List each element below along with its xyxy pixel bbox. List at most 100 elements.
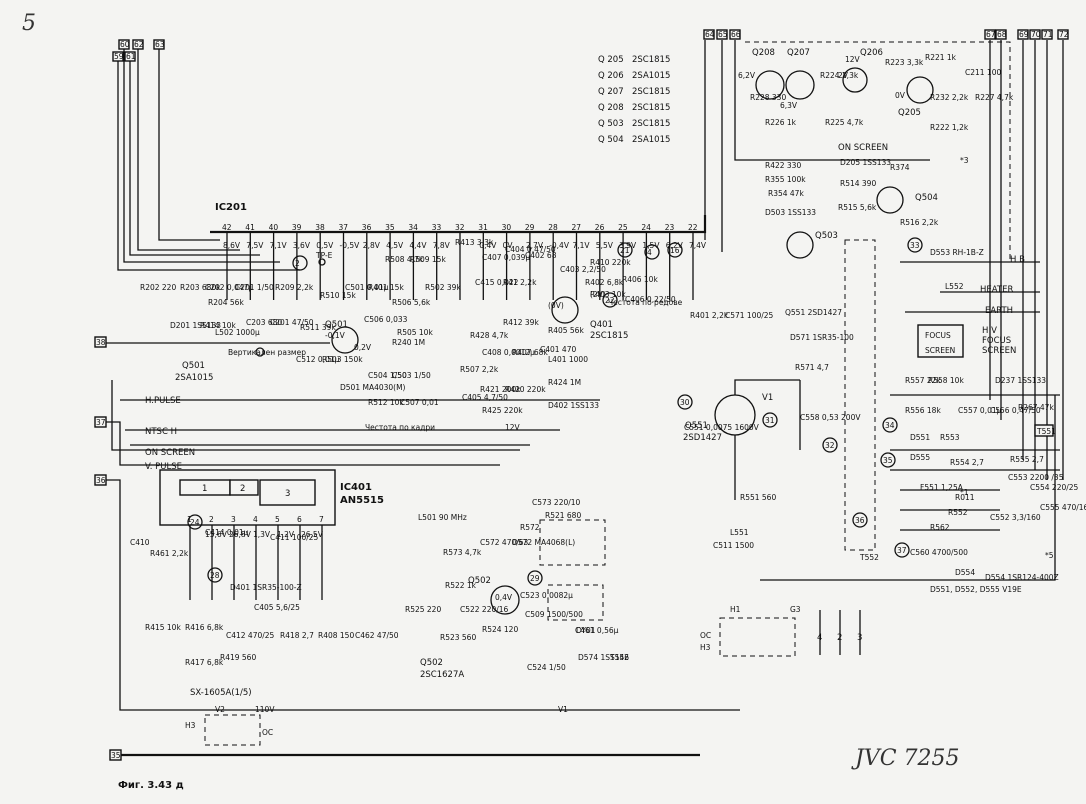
sig-heater: HEATER [980, 285, 1013, 295]
component-label: R407 68k [512, 348, 548, 357]
conn-70: 70 [1031, 30, 1041, 39]
conn-64: 64 [705, 30, 715, 39]
q208-ref: Q208 [752, 48, 775, 58]
q502-part: 2SC1627A [420, 670, 464, 680]
component-label: D553 RH-1B-Z [930, 248, 984, 257]
component-label: C511 1500 [713, 541, 754, 550]
component-label: L551 [730, 528, 749, 537]
component-label: R522 1k [445, 581, 477, 590]
component-label: R232 2,2k [930, 93, 969, 102]
note-label: (2V) [590, 290, 606, 299]
component-label: R416 6,8k [185, 623, 224, 632]
component-label: C551 0,0075 1600V [684, 423, 760, 432]
component-label: C406 0,22/50 [625, 295, 676, 304]
testpoint-label: 36 [855, 516, 865, 525]
ic201-pin-voltage: 7,5V [246, 241, 264, 250]
component-label: R354 47k [768, 189, 804, 198]
note-label: 2V [838, 71, 849, 80]
component-label: R412 39k [503, 318, 539, 327]
component-label: R209 2,2k [275, 283, 314, 292]
component-label: D554 [955, 568, 975, 577]
component-label: L502 1000µ [215, 328, 260, 337]
testpoint-label: 33 [910, 241, 920, 250]
component-label: D401 1SR35-100-Z [230, 583, 302, 592]
ic201-pin-voltage: 7,1V [573, 241, 591, 250]
component-label: C507 0,01 [400, 398, 439, 407]
component-label: R506 5,6k [392, 298, 431, 307]
ic401-block-2 [229, 479, 259, 496]
note-label: 6,2V [738, 71, 756, 80]
module-label: SX-1605A(1/5) [190, 688, 252, 698]
component-label: F551 1,25A [920, 483, 964, 492]
component-label: L401 1000 [548, 355, 588, 364]
testpoint-circle [292, 255, 308, 271]
conn-66: 66 [731, 30, 741, 39]
component-label: C461 0,56µ [575, 626, 619, 635]
component-label: C523 0,0082µ [520, 591, 573, 600]
component-label: D501 MA4030(M) [340, 383, 406, 392]
page-number: 5 [22, 11, 36, 36]
ic201-label: IC201 [215, 202, 247, 213]
ic201-pin-voltage: 3,6V [293, 241, 311, 250]
ic401-pin-voltage: 26,5V [301, 530, 324, 539]
component-label: D571 1SR35-100 [790, 333, 854, 342]
component-label: R516 2,2k [900, 218, 939, 227]
v1-label: V2 [215, 705, 225, 714]
module-block: SX-1605A(1/5) OC H3 V2 110V [185, 688, 275, 746]
ic201-pin-number: 33 [432, 223, 442, 232]
component-label: C412 470/25 [226, 631, 275, 640]
conn-60: 60 [120, 40, 130, 49]
conn-61: 61 [126, 52, 136, 61]
ic401-pin-number: 1 [187, 515, 192, 524]
component-label: R557 22k [905, 376, 941, 385]
testpoint-circle [644, 244, 660, 260]
testpoint-label: 32 [825, 441, 835, 450]
ic201-pin-voltage: -0,4V [549, 241, 570, 250]
ic201-pin-number: 22 [688, 223, 698, 232]
sig-onscreen: ON SCREEN [145, 448, 195, 458]
ic201-pin-number: 27 [572, 223, 582, 232]
component-label: C404 0,47/50 [505, 245, 556, 254]
testpoint-circle [677, 394, 693, 410]
component-label: R401 15k [368, 283, 404, 292]
component-label: C506 0,033 [364, 315, 408, 324]
ic401-pin-voltage: 1,2V [277, 530, 295, 539]
component-label: L552 [945, 282, 964, 291]
transistor-table-ref: Q 207 [598, 87, 624, 97]
h1-label: G3 [790, 605, 801, 614]
component-label: C405 4,7/50 [462, 393, 508, 402]
testpoint-circle [187, 514, 203, 530]
q503-q504-block: Q503 Q504 [786, 186, 938, 259]
yoke-pin-label: 3 [857, 633, 862, 643]
ic401-block-3 [259, 479, 316, 506]
ic401-pin-voltage: 1,3V [253, 530, 271, 539]
dy01-right: OC [700, 631, 711, 640]
q551-stage: Q551 2SD1427 V1 [683, 379, 801, 500]
note-label: 12V [845, 55, 861, 64]
conn-67: 67 [986, 30, 996, 39]
component-label: C553 2200 /35 [1008, 473, 1064, 482]
component-label: R425 220k [482, 406, 523, 415]
testpoint-label: 28 [210, 571, 220, 580]
ic401-block-3-label: 3 [285, 489, 290, 499]
component-label: R403 10k [590, 290, 626, 299]
transistor-table-ref: Q 504 [598, 135, 624, 145]
component-label: C556 0,47/50 [990, 406, 1041, 415]
component-label: R428 4,7k [470, 331, 509, 340]
component-label: R521 680 [545, 511, 581, 520]
conn-59: 59 [114, 52, 124, 61]
component-label: D503 1SS133 [765, 208, 816, 217]
component-label: D237 1SS133 [995, 376, 1046, 385]
q504-symbol [876, 186, 904, 214]
dy01-left: OC [262, 728, 273, 737]
component-label: C572 470/63 [480, 538, 529, 547]
sig-focus: FOCUS [982, 336, 1011, 346]
left-signal-bus: 38 37 36 35 H.PULSE NTSC H ON SCREEN V. … [94, 336, 740, 761]
conn-63: 63 [155, 40, 165, 49]
ic201-pin-voltage: 5,5V [596, 241, 614, 250]
ic201-pin-voltage: 4,5V [386, 241, 404, 250]
note-label: *1 [960, 488, 969, 497]
ic201-pin-voltage: 0,5V [316, 241, 334, 250]
tp-33-point [318, 258, 326, 266]
left-top-connectors: 59 60 61 62 63 [112, 39, 300, 271]
